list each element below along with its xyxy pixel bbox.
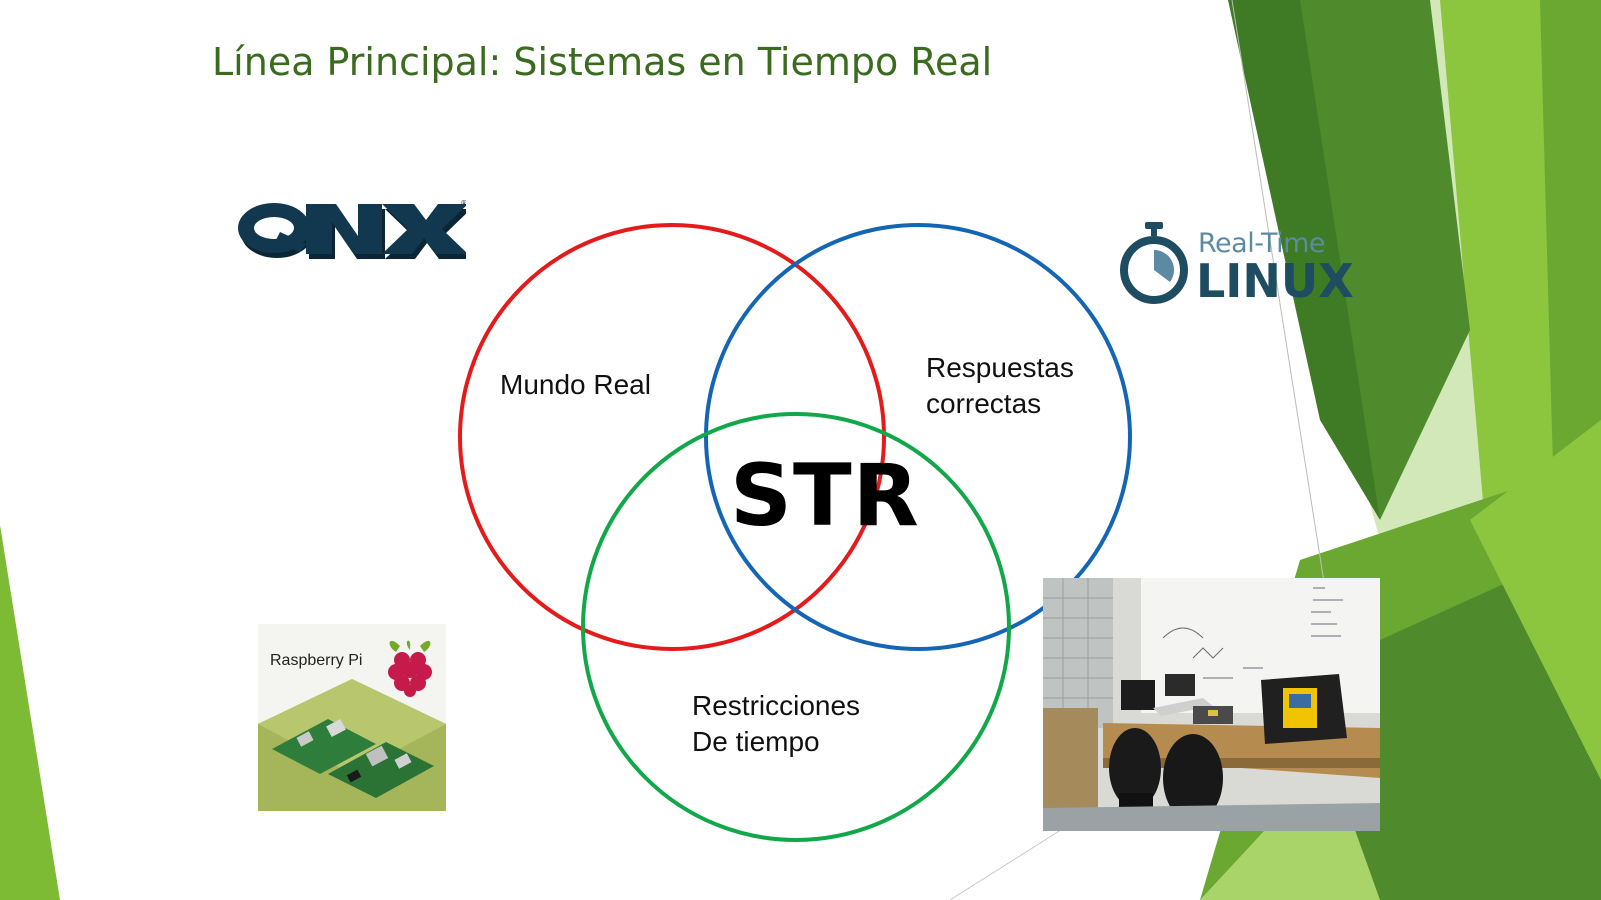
venn-intersection-label: STR <box>730 446 920 546</box>
venn-circle-mundo-real <box>458 223 886 651</box>
venn-label-line: De tiempo <box>692 726 820 757</box>
lab-photo <box>1043 578 1380 831</box>
bg-shape-dark-2 <box>1228 0 1380 520</box>
venn-label-line: correctas <box>926 388 1042 419</box>
venn-label-line: Restricciones <box>692 690 861 721</box>
venn-circle-respuestas-correctas <box>704 223 1132 651</box>
raspberry-pi-image: Raspberry Pi <box>258 624 446 811</box>
svg-text:®: ® <box>460 199 466 208</box>
venn-label-mundo-real: Mundo Real <box>500 367 651 403</box>
realtime-logo-bottom-text: LINUX <box>1196 254 1354 308</box>
realtime-linux-logo: Real-Time LINUX <box>1115 220 1354 310</box>
venn-label-restricciones-tiempo: Restricciones De tiempo <box>692 688 860 760</box>
venn-circle-restricciones-tiempo <box>581 412 1011 842</box>
venn-label-line: Respuestas <box>926 352 1074 383</box>
bg-line-1 <box>1231 0 1331 621</box>
raspberry-icon <box>388 640 432 697</box>
qnx-logo: ® <box>238 199 466 259</box>
lab-photo-illustration <box>1043 578 1380 831</box>
bg-shape-lower-3 <box>1470 420 1601 780</box>
slide-title: Línea Principal: Sistemas en Tiempo Real <box>212 40 993 84</box>
raspberry-pi-board-image <box>258 679 446 811</box>
stopwatch-icon <box>1120 222 1188 304</box>
realtime-logo-top-text: Real-Time <box>1198 228 1326 259</box>
venn-label-line: Mundo Real <box>500 369 651 400</box>
bg-shape-left <box>0 525 60 900</box>
venn-label-respuestas-correctas: Respuestas correctas <box>926 350 1074 422</box>
raspberry-pi-label: Raspberry Pi <box>270 652 363 669</box>
